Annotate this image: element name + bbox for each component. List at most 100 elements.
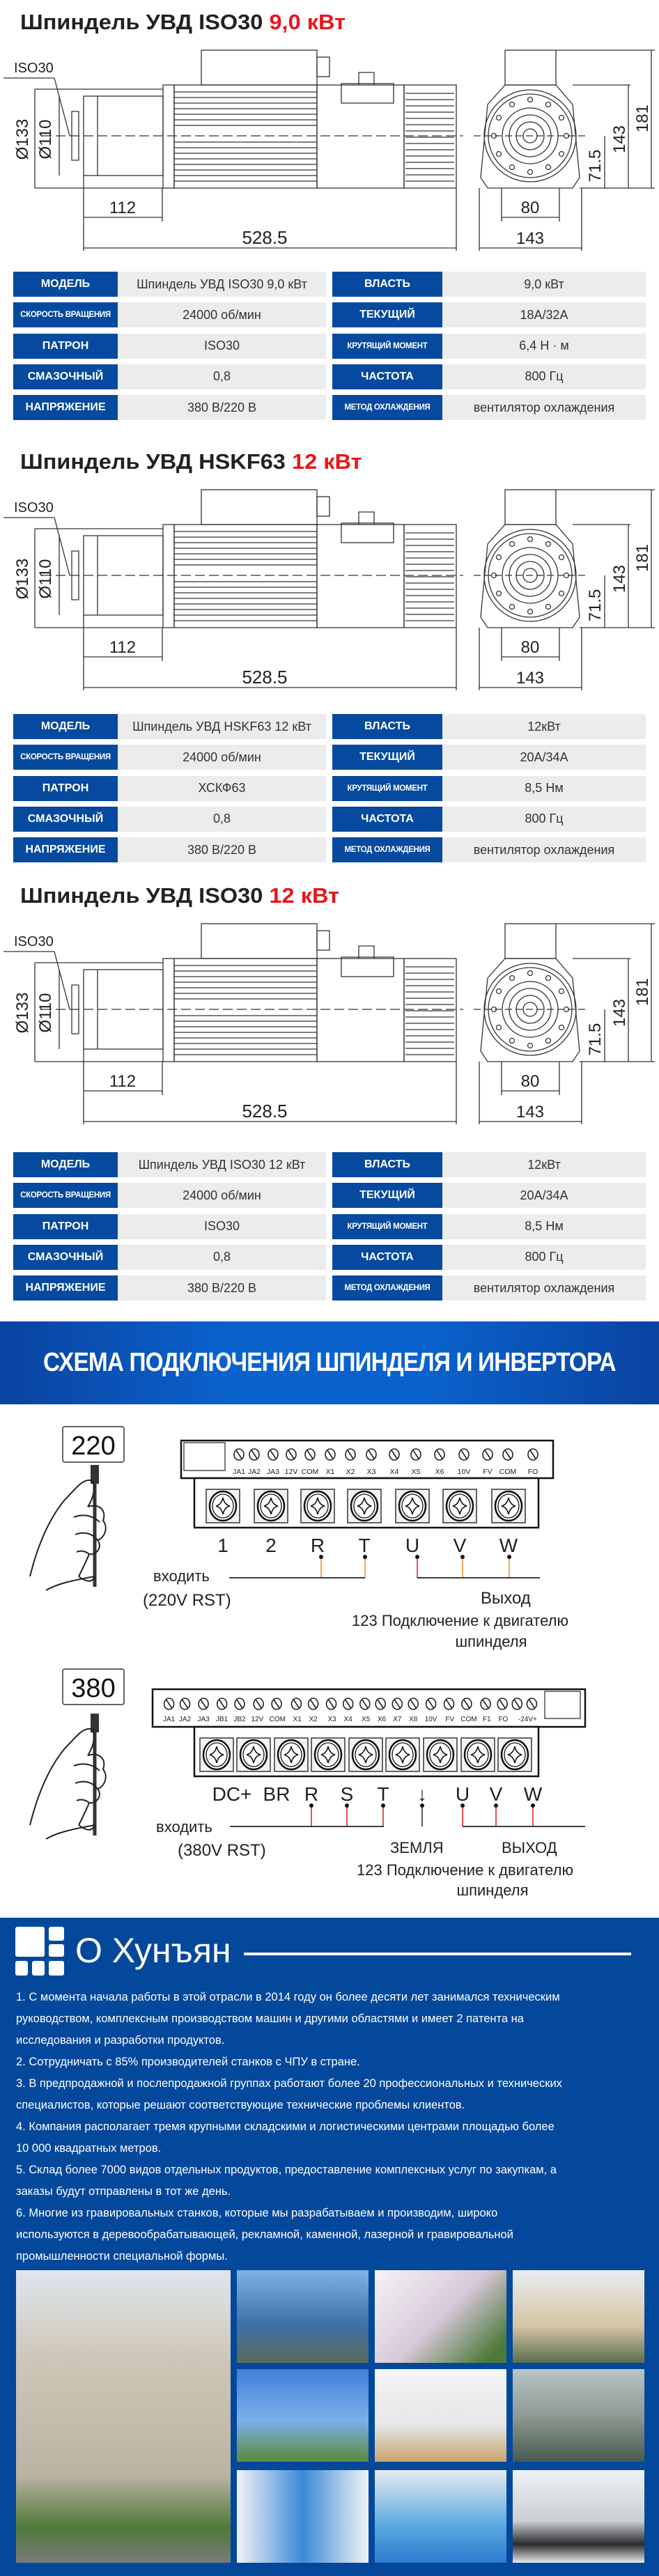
control-terminal-label: X4 [390,1468,399,1476]
spec-label: ПАТРОН [13,775,118,801]
height-dim: 181 [633,544,652,572]
spec-label: СМАЗОЧНЫЙ [13,806,118,832]
company-logo-icon [15,1927,64,1976]
about-text-line: 6. Многие из гравировальных станков, кот… [16,2207,498,2219]
height-dim: 71.5 [586,1023,605,1056]
about-text-line: исследования и разработки продуктов. [16,2034,225,2047]
office-desks-photo [513,2270,644,2363]
control-terminal-screw-icon [458,1448,470,1461]
height-dim: 143 [610,565,629,593]
length-dim: 112 [109,638,136,657]
width-dim: 143 [516,1103,544,1122]
spec-label: СМАЗОЧНЫЙ [13,364,118,389]
spec-label: ЧАСТОТА [332,364,442,389]
length-dim: 528.5 [242,667,287,688]
control-terminal-screw-icon [359,1698,371,1710]
spec-value: 20A/34A [442,745,646,770]
lounge-photo [375,2369,506,2462]
control-terminal-label: COM [270,1716,286,1723]
spec-label: НАПРЯЖЕНИЕ [13,837,118,863]
length-dim: 528.5 [242,227,287,248]
power-terminal-label: U [405,1535,419,1556]
spec-value: 0,8 [118,1244,326,1270]
title-divider [244,1953,631,1955]
control-terminal-label: X3 [367,1468,376,1476]
power-terminal-label: U [456,1783,470,1805]
control-terminal-label: COM [302,1468,319,1476]
about-text-line: 3. В предпродажной и послепродажной груп… [16,2077,562,2090]
power-terminal-screw-icon [347,1489,382,1523]
control-terminal-label: 12V [251,1716,263,1723]
about-text-line: используются в деревообрабатывающей, рек… [16,2228,513,2241]
title-power: 12 кВт [269,883,340,908]
width-dim: 80 [521,199,540,217]
spec-value: 380 В/220 В [118,395,326,421]
power-terminal-screw-icon [442,1489,477,1523]
output-label: ВЫХОД [502,1839,557,1856]
diameter-dim: Ø110 [36,559,55,599]
power-terminal-label: 1 [217,1535,228,1556]
control-terminal-label: JA2 [248,1468,261,1476]
control-terminal-label: X3 [328,1716,337,1723]
wiring-banner: СХЕМА ПОДКЛЮЧЕНИЯ ШПИНДЕЛЯ И ИНВЕРТОРА [0,1321,659,1404]
screwdriver-hand-icon [29,1714,107,1840]
control-terminal-screw-icon [271,1698,282,1710]
control-terminal-screw-icon [425,1698,437,1710]
height-dim: 181 [633,978,652,1006]
tool-label: ISO30 [14,500,54,515]
height-dim: 71.5 [586,589,605,622]
spec-label: КРУТЯЩИЙ МОМЕНТ [332,333,442,359]
control-terminal-screw-icon [391,1698,403,1710]
diameter-dim: Ø133 [13,119,32,160]
diameter-dim: Ø110 [36,993,55,1033]
control-terminal-screw-icon [342,1698,354,1710]
control-terminal-screw-icon [286,1448,297,1461]
skyscrapers-photo [237,2369,369,2462]
reception-photo [375,2270,506,2363]
control-terminal-label: X8 [409,1716,418,1723]
title-model: Шпиндель УВД ISO30 [20,10,263,34]
control-terminal-label: X6 [378,1716,387,1723]
power-terminal-screw-icon [497,1737,532,1772]
voltage-380-box [62,1668,125,1705]
diameter-dim: Ø133 [13,559,32,600]
control-terminal-label: 10V [458,1468,471,1476]
control-terminal-label: JA3 [267,1468,279,1476]
control-terminal-screw-icon [389,1448,400,1461]
output-note: шпинделя [455,1633,527,1650]
power-terminal-screw-icon [254,1489,288,1523]
power-terminal-label: V [490,1783,503,1805]
input-label: входить [156,1818,212,1836]
control-terminal-screw-icon [290,1698,302,1710]
output-label: Выход [481,1589,531,1608]
spec-value: 0,8 [118,364,326,389]
control-terminal-label: X5 [362,1716,371,1723]
spec-label: ВЛАСТЬ [332,714,442,739]
wiring-banner-title: СХЕМА ПОДКЛЮЧЕНИЯ ШПИНДЕЛЯ И ИНВЕРТОРА [43,1348,617,1377]
spec-value: 800 Гц [442,364,646,389]
spec-label: ПАТРОН [13,1213,118,1239]
input-note: (380V RST) [178,1841,266,1860]
height-dim: 143 [610,125,629,153]
control-terminal-label: JA1 [233,1468,245,1476]
control-terminal-screw-icon [482,1448,493,1461]
control-terminal-label: FO [528,1468,538,1476]
control-terminal-screw-icon [480,1698,491,1710]
spec-label: ВЛАСТЬ [332,1152,442,1177]
power-terminal-screw-icon [348,1737,383,1772]
control-terminal-screw-icon [307,1698,319,1710]
power-terminal-label: R [304,1783,318,1805]
control-terminal-label: FO [498,1716,508,1723]
control-terminal-screw-icon [249,1448,260,1461]
power-terminal-label: 2 [265,1535,277,1556]
power-terminal-label: W [524,1783,543,1805]
control-terminal-label: X5 [412,1468,421,1476]
spec-value: вентилятор охлаждения [442,395,646,421]
control-terminal-screw-icon [163,1698,175,1710]
about-text-line: 1. С момента начала работы в этой отрасл… [16,1991,560,2003]
